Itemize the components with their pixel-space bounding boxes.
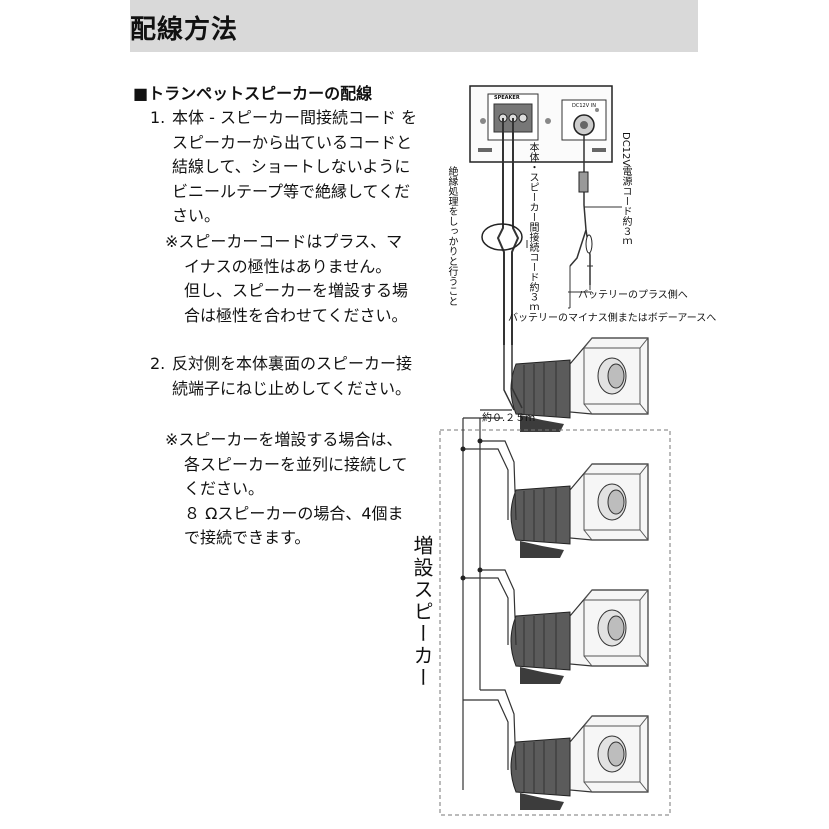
wire-length-label: 約０.２５ｍ (482, 413, 536, 424)
step-2: 2. 反対側を本体裏面のスピーカー接 続端子にねじ止めしてください。 (150, 352, 412, 401)
speaker-illustration (510, 589, 649, 685)
note-parallel: ※スピーカーを増設する場合は、 各スピーカーを並列に接続して ください。 ８ Ω… (165, 428, 408, 551)
note-line: ※スピーカーを増設する場合は、 (165, 430, 403, 449)
header-bar: 配線方法 (130, 0, 698, 52)
step-line: 続端子にねじ止めしてください。 (172, 378, 412, 398)
note-line: イナスの極性はありません。 (184, 256, 392, 276)
step-line: 結線して、ショートしないように (172, 157, 411, 176)
power-cord-label: DC12V電源コード約３ｍ (620, 132, 631, 247)
step-line: 反対側を本体裏面のスピーカー接 (172, 354, 413, 373)
speaker-illustration (510, 463, 649, 559)
panel-speaker-label: SPEAKER (494, 95, 520, 101)
additional-speaker-label: 増設スピーカー (410, 535, 434, 689)
speaker-illustration (510, 715, 649, 811)
step-1: 1. 本体 - スピーカー間接続コード を スピーカーから出ているコードと 結線し… (150, 106, 417, 229)
section-title: ■トランペットスピーカーの配線 (133, 84, 373, 103)
note-line: で接続できます。 (184, 528, 311, 547)
step-line: ビニールテープ等で絶縁してくだ (172, 181, 411, 201)
note-polarity: ※スピーカーコードはプラス、マ イナスの極性はありません。 但し、スピーカーを増… (165, 230, 408, 328)
note-line: 合は極性を合わせてください。 (184, 305, 408, 325)
note-line: ください。 (184, 479, 265, 498)
step-line: スピーカーから出ているコードと (172, 132, 413, 152)
battery-plus-label: バッテリーのプラス側へ (578, 290, 688, 301)
step-number: 2. (150, 354, 166, 373)
page-title: 配線方法 (130, 15, 239, 45)
note-line: 但し、スピーカーを増設する場 (184, 281, 409, 300)
battery-minus-label: バッテリーのマイナス側またはボデーアースへ (508, 313, 717, 324)
step-number: 1. (150, 108, 166, 127)
panel-power-label: DC12V IN (572, 103, 596, 109)
note-line: ８ Ωスピーカーの場合、4個ま (184, 503, 404, 523)
step-line: さい。 (172, 206, 221, 225)
note-line: ※スピーカーコードはプラス、マ (165, 232, 403, 251)
insulation-label: 絶縁処理をしっかりと行うこと (446, 166, 457, 306)
connect-cord-label: 本体・スピーカー間接続コード約３ｍ (527, 142, 538, 312)
step-line: 本体 - スピーカー間接続コード を (172, 108, 418, 127)
note-line: 各スピーカーを並列に接続して (184, 454, 408, 474)
